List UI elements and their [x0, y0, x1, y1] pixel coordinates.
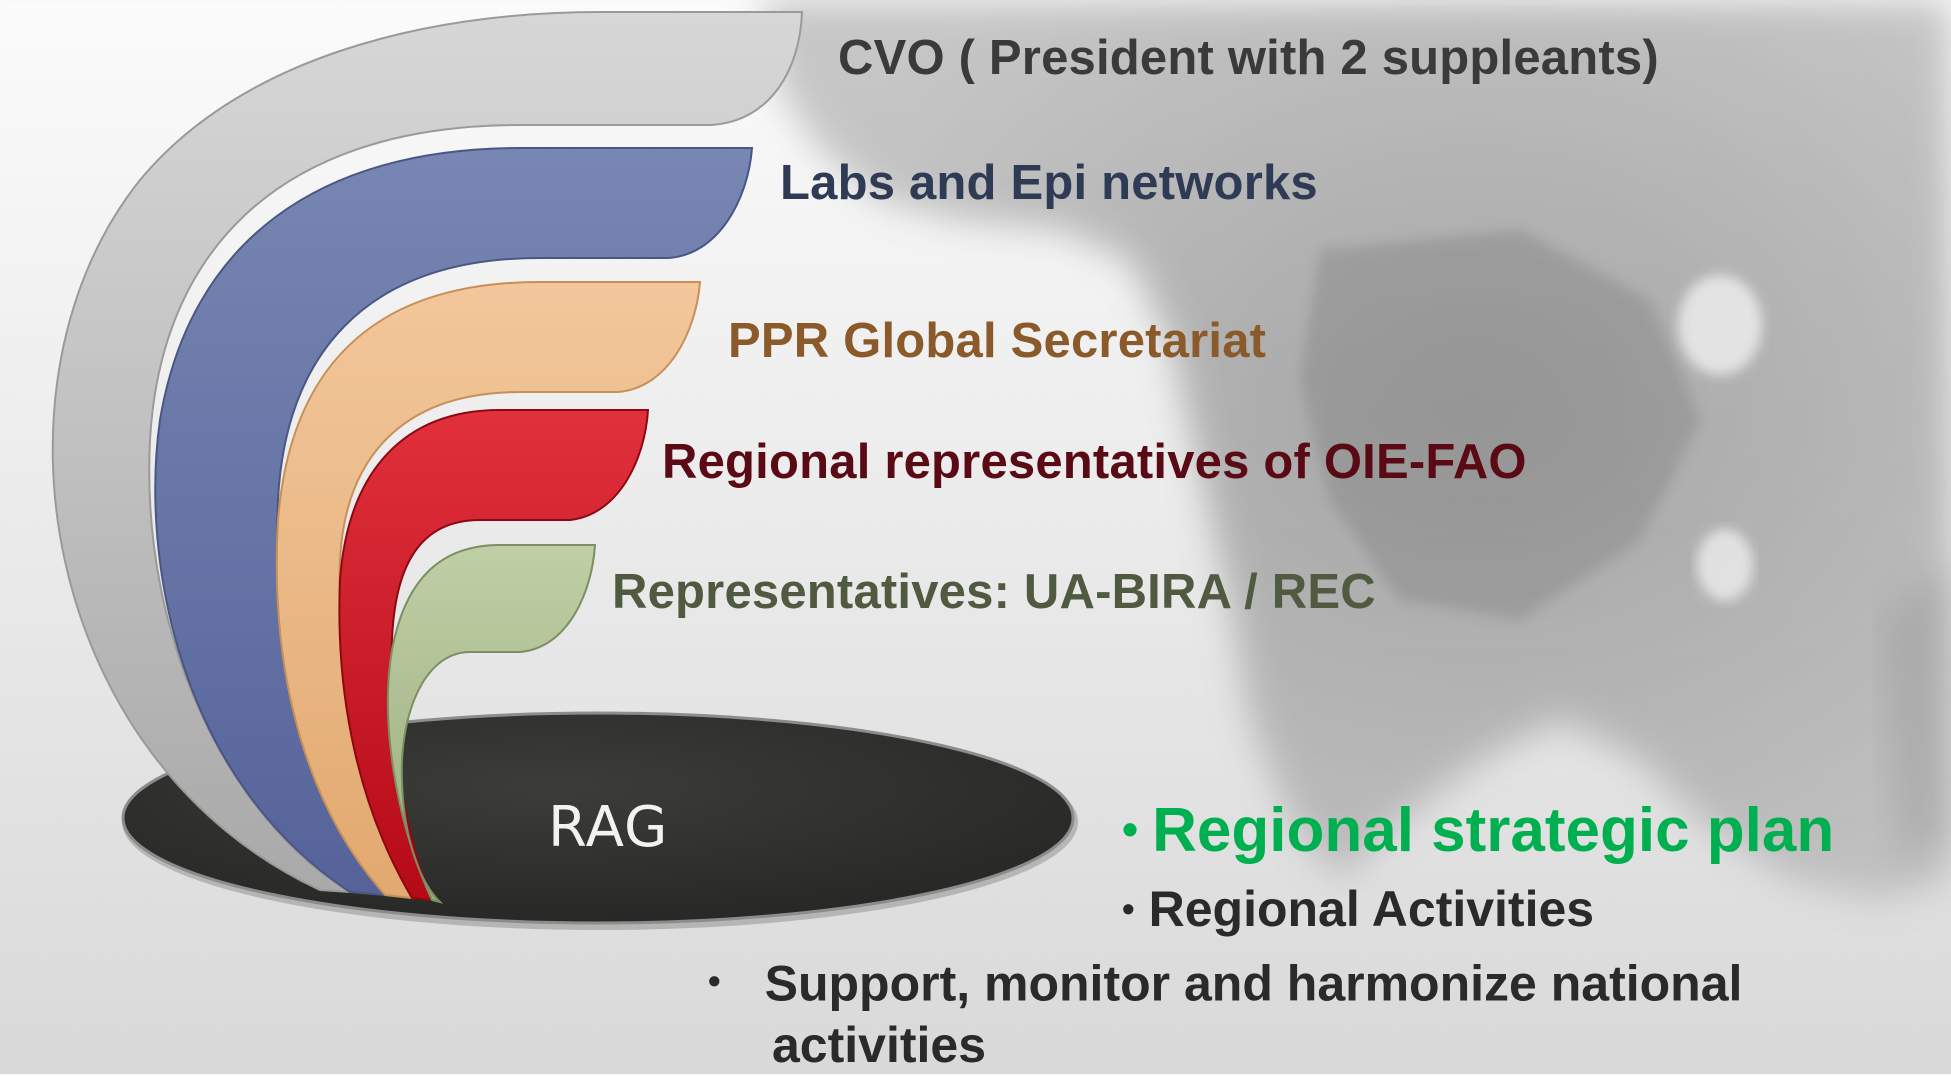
bullet-dot: •: [1122, 802, 1139, 855]
bullet-text-secondary: Regional Activities: [1148, 881, 1595, 937]
tier-label-ppr: PPR Global Secretariat: [728, 314, 1267, 368]
bullet-dot: •: [708, 960, 721, 1001]
tier-label-oie-fao: Regional representatives of OIE-FAO: [662, 435, 1527, 489]
bullet-text-primary: Regional strategic plan: [1152, 796, 1835, 865]
tier-label-labs: Labs and Epi networks: [780, 156, 1318, 210]
bullet-support-monitor: • Support, monitor and harmonize national…: [708, 950, 1742, 1076]
bullet-text-tertiary-line2: activities: [772, 1017, 987, 1074]
tier-label-cvo: CVO ( President with 2 suppleants): [838, 31, 1659, 85]
bullet-regional-activities: • Regional Activities: [1122, 880, 1594, 938]
tier-label-ua-bira: Representatives: UA-BIRA / REC: [612, 565, 1376, 619]
band-cvo: [51, 11, 804, 893]
band-ua-bira: [386, 544, 597, 904]
rag-label: RAG: [548, 795, 669, 860]
bullet-text-tertiary-line1: Support, monitor and harmonize national: [764, 955, 1743, 1012]
bullet-dot: •: [1122, 887, 1135, 929]
bullet-regional-strategic-plan: •Regional strategic plan: [1122, 795, 1834, 866]
